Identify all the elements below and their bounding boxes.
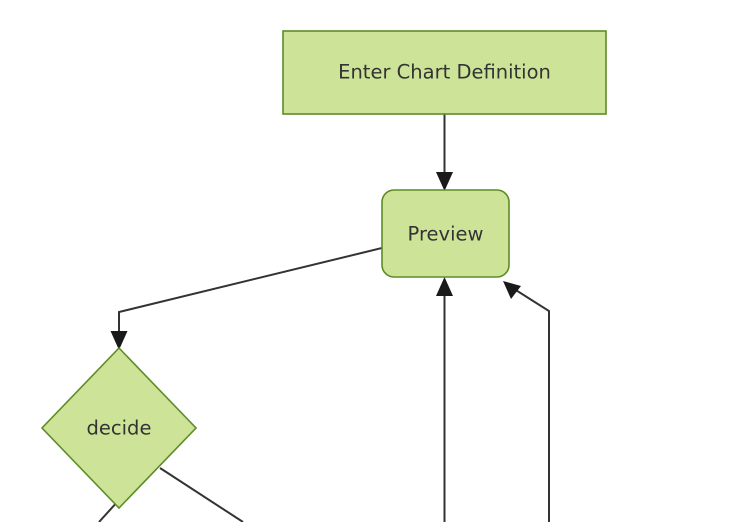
node-decide[interactable]: decide [40,346,198,510]
edge-preview-to-decide-arrowhead [110,331,128,350]
node-preview[interactable]: Preview [381,189,510,278]
node-decide-shape[interactable] [40,346,198,510]
edge-preview-to-decide-line [118,247,383,339]
edge-bottom-center-to-preview-arrowhead [436,277,453,296]
edge-layer [98,113,550,522]
node-preview-shape[interactable] [381,189,510,278]
edge-bottom-right-to-preview-arrowhead [503,281,521,299]
node-decide-label: decide [87,417,152,440]
edge-preview-to-decide [110,247,383,350]
node-preview-label: Preview [408,223,484,246]
edge-enter-to-preview-arrowhead [436,172,453,191]
node-enter-chart-definition[interactable]: Enter Chart Definition [282,30,607,115]
node-enter-chart-definition-shape[interactable] [282,30,607,115]
edge-decide-bottom-right [159,467,244,522]
edge-bottom-center-to-preview [436,277,453,522]
edge-bottom-right-to-preview [503,281,550,522]
node-enter-chart-definition-label: Enter Chart Definition [338,61,551,84]
edge-bottom-right-to-preview-line [510,286,550,522]
edge-enter-to-preview [436,113,453,191]
node-layer: Enter Chart Definition Preview decide [40,30,607,510]
